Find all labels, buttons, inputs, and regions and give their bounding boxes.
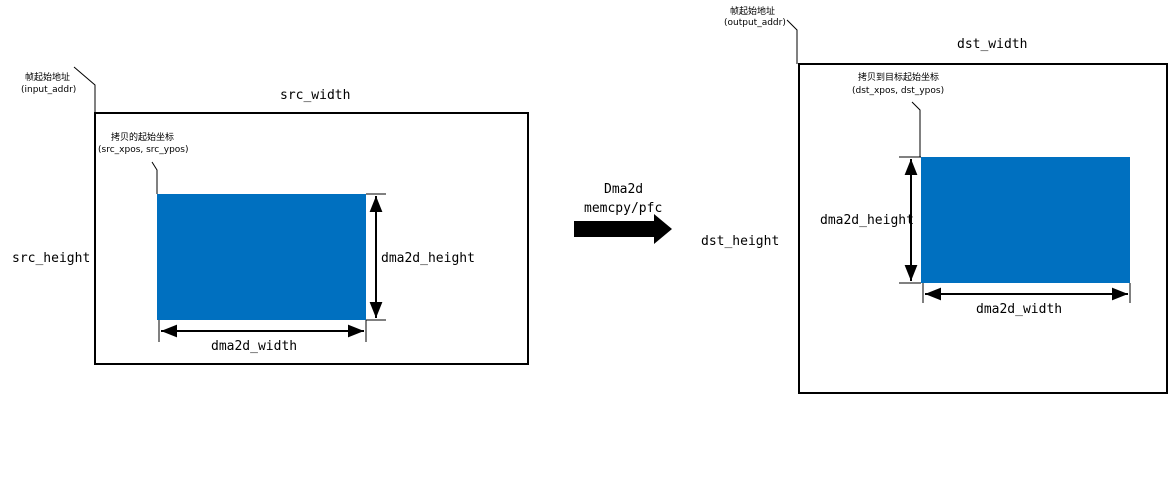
src-frame [94, 112, 529, 365]
dst-frame-start-leader [786, 19, 798, 64]
dst-block-height-label: dma2d_height [820, 213, 914, 228]
dst-copy-start-leader [911, 101, 921, 157]
src-frame-start-label: 帧起始地址 [25, 71, 70, 83]
src-width-label: src_width [280, 88, 350, 103]
src-dma2d-block [157, 194, 366, 320]
src-frame-start-leader [73, 66, 96, 113]
src-block-height-label: dma2d_height [381, 251, 475, 266]
destination-group: 帧起始地址 (output_addr) dst_width dst_height… [701, 5, 1168, 394]
dst-block-width-label: dma2d_width [976, 302, 1062, 317]
dst-frame [798, 63, 1168, 394]
src-frame-start-param: (input_addr) [21, 85, 76, 95]
dst-height-label: dst_height [701, 234, 779, 249]
operation-group: Dma2d memcpy/pfc [574, 182, 672, 244]
operation-subtitle: memcpy/pfc [584, 201, 662, 216]
dst-copy-start-param: (dst_xpos, dst_ypos) [852, 86, 944, 96]
src-copy-start-param: (src_xpos, src_ypos) [98, 145, 189, 155]
dst-frame-start-label: 帧起始地址 [730, 5, 775, 17]
source-group: 帧起始地址 (input_addr) src_width src_height … [12, 66, 529, 365]
operation-arrow [574, 214, 672, 244]
operation-title: Dma2d [604, 182, 643, 197]
dst-frame-start-param: (output_addr) [724, 18, 786, 28]
dst-copy-start-label: 拷贝到目标起始坐标 [858, 71, 939, 83]
src-height-label: src_height [12, 251, 90, 266]
dst-width-label: dst_width [957, 37, 1027, 52]
dst-dma2d-block [921, 157, 1130, 283]
src-copy-start-leader [151, 161, 158, 194]
src-block-width-label: dma2d_width [211, 339, 297, 354]
src-copy-start-label: 拷贝的起始坐标 [111, 131, 174, 143]
